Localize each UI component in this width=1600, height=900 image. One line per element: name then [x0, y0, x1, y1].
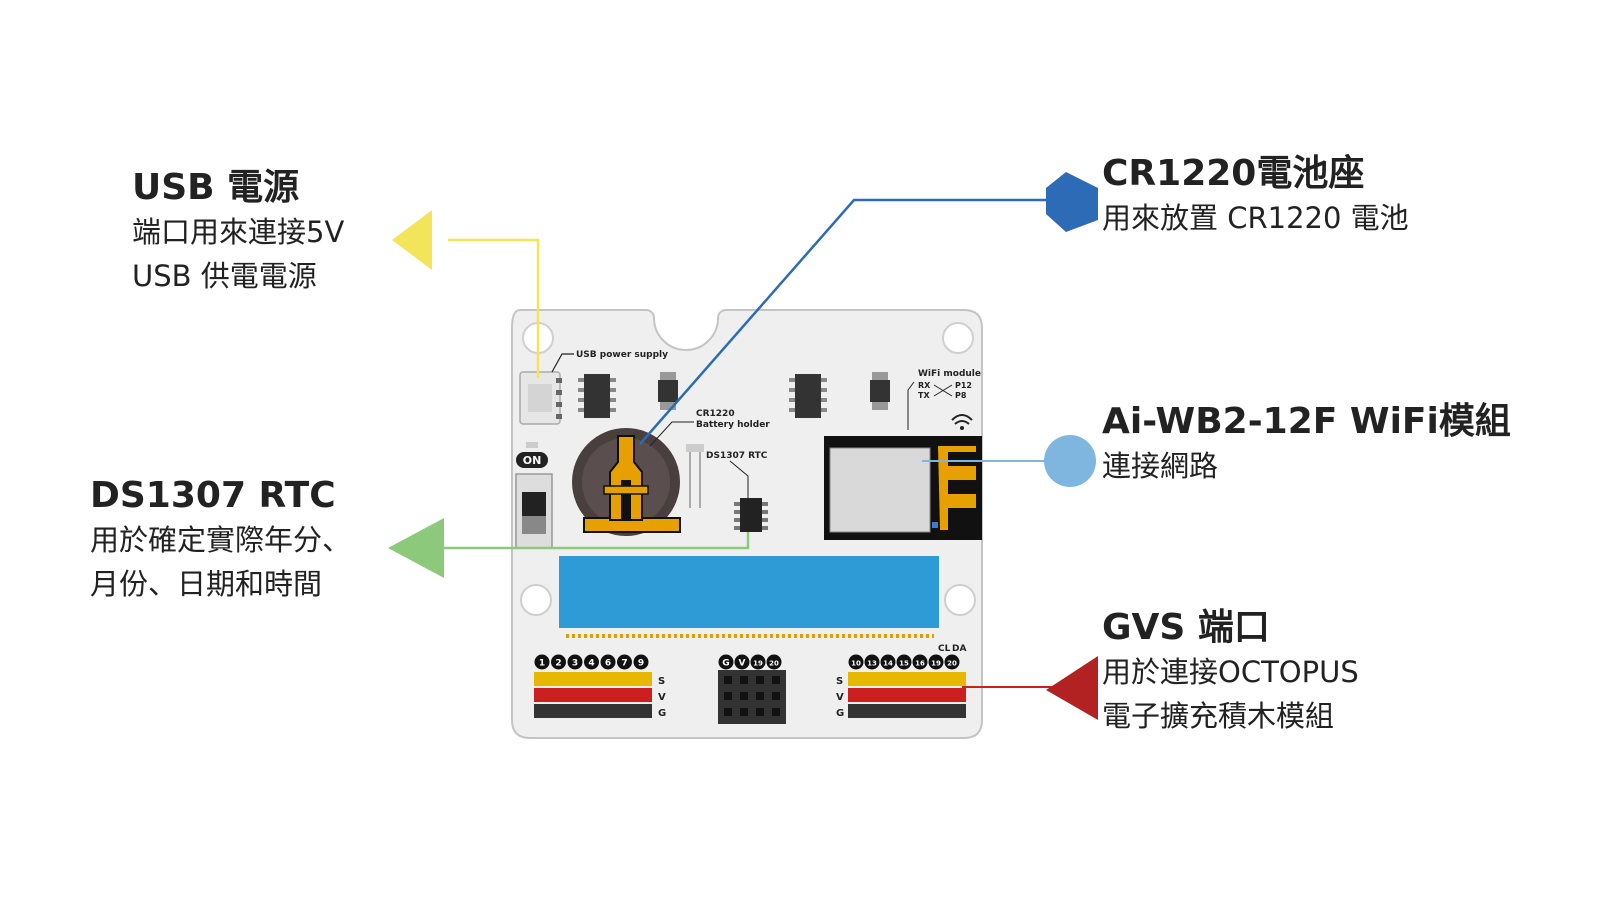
mid-pin-label: G [722, 659, 729, 669]
mid-pin-label: 20 [769, 660, 779, 668]
callout-usb-line-2: USB 供電電源 [132, 259, 317, 293]
right-row-v: V [836, 692, 844, 703]
left-pin-badge [617, 654, 632, 670]
left-pin-label: 1 [539, 659, 545, 669]
cr-marker [1046, 172, 1098, 232]
usb-marker [392, 210, 432, 270]
right-pin-badge [896, 654, 912, 670]
callout-wifi-title: Ai-WB2-12F WiFi模組 [1102, 401, 1511, 442]
cr-board-label-1: CR1220 [696, 409, 735, 419]
callout-wifi-line-1: 連接網路 [1102, 449, 1219, 483]
right-pin-badge [912, 654, 928, 670]
left-row-s: S [658, 676, 665, 687]
left-pin-label: 4 [588, 659, 594, 669]
left-pin-label: 6 [605, 659, 611, 669]
left-pin-label: 9 [638, 659, 644, 669]
on-label: ON [523, 454, 542, 467]
cl-label: CL [938, 644, 951, 654]
gvs-marker [1046, 656, 1098, 720]
callout-rtc-line-1: 用於確定實際年分、 [90, 523, 352, 557]
callout-rtc-line-2: 月份、日期和時間 [90, 567, 323, 601]
right-pin-labels: 10 13 14 15 16 19 20 [848, 654, 960, 670]
right-pin-label: 10 [851, 660, 861, 668]
right-pin-badge [848, 654, 864, 670]
callout-gvs-line-2: 電子擴充積木模組 [1102, 699, 1335, 733]
mid-pin-badge [734, 654, 750, 670]
right-header [848, 672, 966, 718]
led-display [559, 556, 939, 628]
wifi-module [824, 436, 982, 540]
right-pin-label: 15 [899, 660, 909, 668]
right-row-s: S [836, 676, 843, 687]
callout-gvs: GVS 端口 用於連接OCTOPUS 電子擴充積木模組 [1102, 606, 1359, 738]
left-row-v: V [658, 692, 666, 703]
right-pin-badge [944, 654, 960, 670]
left-pin-label: 3 [572, 659, 578, 669]
right-pin-badge [880, 654, 896, 670]
rtc-chip [734, 498, 768, 532]
crystal [686, 444, 704, 508]
usb-board-label: USB power supply [576, 350, 668, 360]
battery-holder [572, 428, 681, 536]
wifi-rx-label: RX [918, 381, 931, 390]
rtc-marker [388, 518, 444, 578]
left-pin-badge [584, 654, 599, 670]
left-pin-badge [534, 654, 550, 670]
mid-pin-badge [766, 654, 782, 670]
callout-rtc: DS1307 RTC 用於確定實際年分、 月份、日期和時間 [90, 474, 351, 606]
rtc-board-label: DS1307 RTC [706, 451, 768, 461]
mid-header [718, 670, 786, 724]
wifi-tx-label: TX [918, 391, 930, 400]
mid-pin-badge [718, 654, 734, 670]
wifi-marker [1044, 435, 1096, 487]
callout-cr1220: CR1220電池座 用來放置 CR1220 電池 [1102, 152, 1409, 240]
right-pin-label: 19 [931, 660, 941, 668]
left-pin-badge [567, 654, 583, 670]
wifi-board-label: WiFi module [918, 369, 981, 379]
power-switch [515, 473, 553, 549]
da-label: DA [952, 644, 966, 654]
left-pin-label: 7 [621, 659, 627, 669]
callout-cr1220-line-1: 用來放置 CR1220 電池 [1102, 201, 1409, 235]
left-pin-badge [633, 654, 649, 670]
callout-wifi: Ai-WB2-12F WiFi模組 連接網路 [1102, 400, 1511, 488]
right-pin-label: 20 [947, 660, 957, 668]
rtc-leader-line [440, 532, 750, 550]
right-pin-label: 13 [867, 660, 877, 668]
left-row-g: G [658, 708, 666, 719]
callout-usb: USB 電源 端口用來連接5V USB 供電電源 [132, 166, 344, 298]
wifi-p12-label: P12 [955, 381, 972, 390]
wifi-p8-label: P8 [955, 391, 967, 400]
callout-rtc-title: DS1307 RTC [90, 475, 336, 516]
right-pin-badge [928, 654, 944, 670]
right-row-g: G [836, 708, 844, 719]
callout-usb-line-1: 端口用來連接5V [132, 215, 345, 249]
wifi-symbol-icon [951, 414, 973, 430]
on-badge [516, 452, 548, 468]
callout-cr1220-title: CR1220電池座 [1102, 153, 1365, 194]
top-chips [578, 372, 890, 418]
right-pin-badge [864, 654, 880, 670]
left-pin-badge [551, 654, 566, 670]
right-pin-label: 14 [883, 660, 893, 668]
mid-pin-label: V [739, 659, 746, 669]
right-pin-label: 16 [915, 660, 925, 668]
left-pin-badge [600, 654, 616, 670]
left-pin-label: 2 [555, 659, 561, 669]
cr-leader-line [639, 198, 1052, 445]
usb-port [519, 371, 562, 425]
usb-leader-line [448, 238, 540, 378]
callout-usb-title: USB 電源 [132, 167, 300, 208]
callout-gvs-line-1: 用於連接OCTOPUS [1102, 655, 1359, 689]
mid-pin-label: 19 [753, 660, 763, 668]
callout-gvs-title: GVS 端口 [1102, 607, 1270, 648]
cr-board-label-2: Battery holder [696, 420, 770, 430]
left-header [534, 672, 652, 718]
mid-pin-badge [750, 654, 766, 670]
